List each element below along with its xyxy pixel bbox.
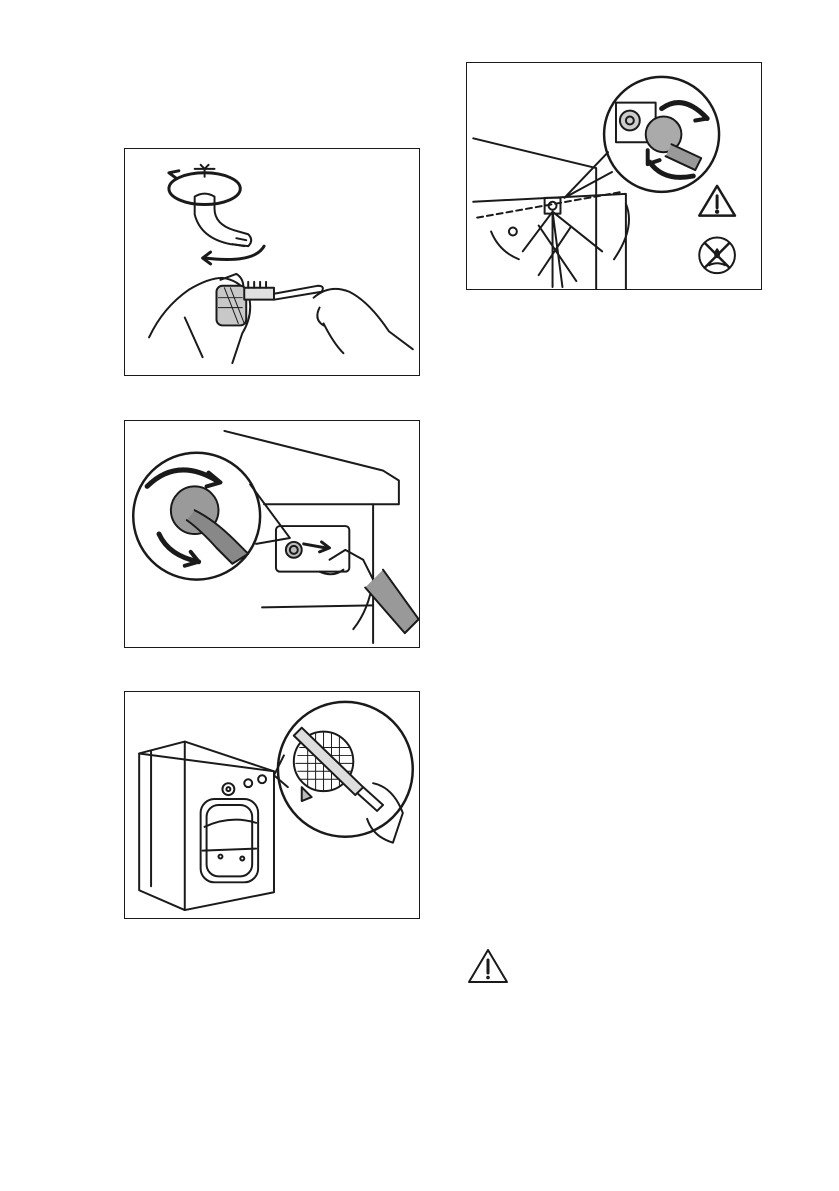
brush-icon [244, 288, 274, 300]
machine-illustration [125, 692, 419, 918]
hose-illustration [125, 421, 419, 647]
tap-icon [195, 165, 215, 177]
rotate-arrow-icon [147, 470, 216, 487]
figure-inlet-valve [466, 62, 762, 290]
warning-triangle-icon [466, 947, 510, 985]
figure-clean-tap-filter [124, 148, 420, 376]
valve-illustration [467, 63, 761, 289]
tap-illustration [125, 149, 419, 375]
figure-hose-connector [124, 420, 420, 648]
figure-machine-filter [124, 691, 420, 919]
